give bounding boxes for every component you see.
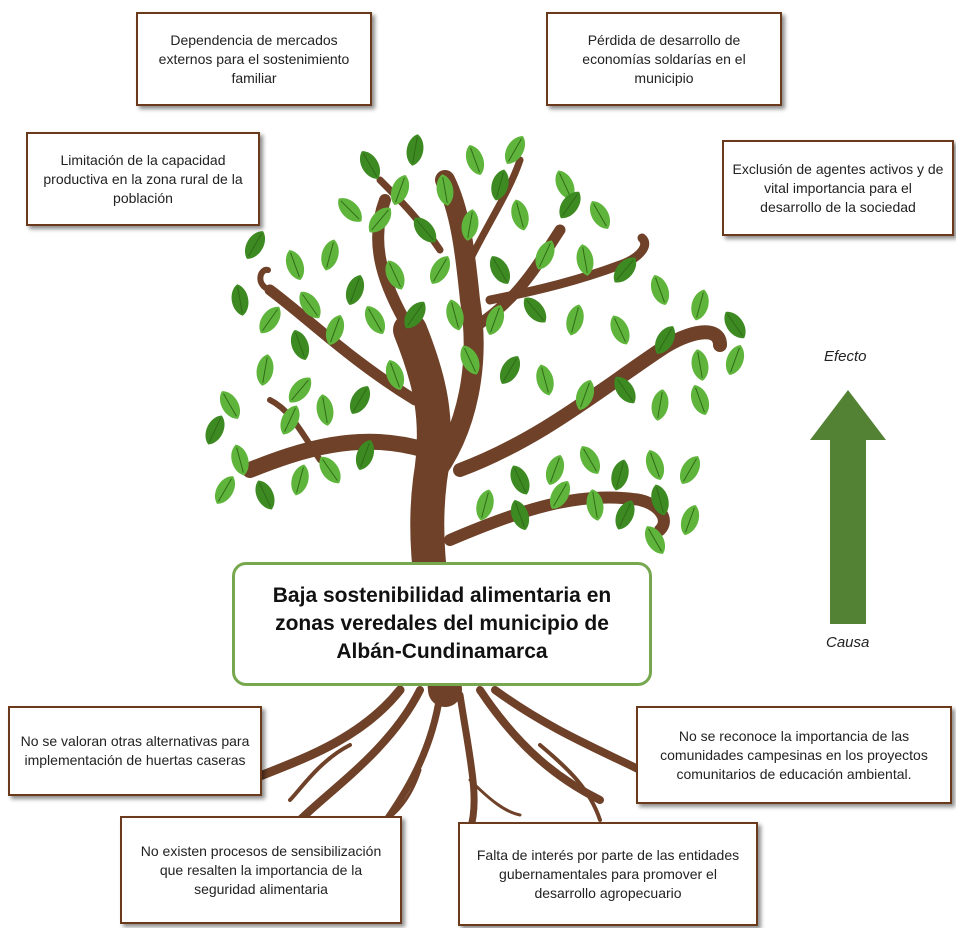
leaf-vein	[442, 177, 448, 203]
leaf-vein	[619, 503, 631, 527]
leaf-vein	[617, 379, 633, 401]
effect-box-productive-capacity: Limitación de la capacidad productiva en…	[26, 132, 260, 226]
leaf-vein	[582, 247, 588, 273]
leaf-vein	[526, 299, 544, 321]
leaf-vein	[407, 304, 423, 326]
leaf-vein	[481, 492, 489, 518]
leaf-vein	[470, 147, 480, 173]
leaf-vein	[259, 483, 271, 507]
central-problem: Baja sostenibilidad alimentaria en zonas…	[232, 562, 652, 686]
leaf-vein	[539, 243, 551, 267]
leaf-vein	[648, 528, 662, 552]
leaf-vein	[650, 452, 660, 478]
leaf-vein	[514, 468, 526, 492]
leaf-vein	[559, 173, 571, 197]
leaf-vein	[616, 462, 624, 488]
leaf-vein	[657, 392, 663, 418]
leaf-vein	[262, 309, 278, 331]
leaf-vein	[593, 203, 607, 227]
leaf-vein	[262, 357, 268, 383]
leaf-vein	[696, 292, 704, 318]
leaf-vein	[390, 362, 400, 388]
leaf-vein	[296, 467, 304, 493]
leaf-vein	[467, 212, 473, 238]
leaf-vein	[363, 153, 377, 177]
leaf-vein	[583, 448, 597, 472]
leaf-vein	[371, 209, 389, 231]
leaf-vein	[503, 358, 517, 382]
leaf-vein	[496, 172, 504, 198]
leaf-vein	[218, 478, 232, 502]
leaf-vein	[248, 233, 262, 257]
leaf-vein	[340, 200, 360, 220]
tree-leaves	[205, 134, 746, 554]
cause-box-home-gardens: No se valoran otras alternativas para im…	[8, 706, 262, 796]
leaf-vein	[464, 348, 476, 372]
leaf-vein	[614, 318, 626, 342]
leaf-vein	[295, 332, 305, 358]
leaf-vein	[580, 382, 590, 408]
leaf-vein	[553, 483, 567, 507]
leaf-vein	[656, 487, 664, 513]
tree-roots	[245, 685, 644, 834]
leaf-vein	[223, 393, 237, 417]
effect-box-external-markets: Dependencia de mercados externos para el…	[136, 12, 372, 106]
leaf-vein	[655, 277, 665, 303]
arrow-cause-label: Causa	[826, 634, 870, 651]
leaf-vein	[395, 177, 405, 203]
cause-box-government-interest: Falta de interés por parte de las entida…	[458, 822, 758, 926]
leaf-vein	[685, 507, 695, 533]
leaf-vein	[451, 302, 459, 328]
leaf-vein	[571, 307, 579, 333]
leaf-vein	[516, 202, 524, 228]
leaf-vein	[493, 258, 507, 282]
leaf-vein	[389, 263, 401, 287]
leaf-vein	[322, 459, 338, 481]
leaf-vein	[616, 259, 634, 281]
cause-effect-arrow	[810, 390, 886, 624]
leaf-vein	[412, 137, 418, 163]
leaf-vein	[236, 447, 244, 473]
leaf-vein	[433, 258, 447, 282]
leaf-vein	[541, 367, 549, 393]
leaf-vein	[416, 219, 434, 241]
leaf-vein	[291, 379, 309, 401]
arrow-effect-label: Efecto	[824, 348, 867, 365]
leaf-vein	[284, 408, 296, 432]
leaf-vein	[302, 294, 318, 316]
leaf-vein	[490, 307, 500, 333]
leaf-vein	[515, 502, 525, 528]
leaf-vein	[290, 252, 300, 278]
leaf-vein	[550, 457, 560, 483]
leaf-vein	[562, 194, 578, 216]
leaf-vein	[353, 388, 367, 412]
leaf-vein	[730, 347, 740, 373]
leaf-vein	[592, 492, 598, 518]
leaf-vein	[360, 442, 370, 468]
leaf-vein	[697, 352, 703, 378]
leaf-vein	[683, 458, 697, 482]
leaf-vein	[322, 397, 328, 423]
leaf-vein	[237, 287, 243, 313]
leaf-vein	[209, 418, 221, 442]
cause-box-awareness-processes: No existen procesos de sensibilización q…	[120, 816, 402, 924]
leaf-vein	[326, 242, 334, 268]
leaf-vein	[330, 317, 340, 343]
cause-box-peasant-communities: No se reconoce la importancia de las com…	[636, 706, 952, 804]
leaf-vein	[695, 387, 705, 413]
effect-box-excluded-agents: Exclusión de agentes activos y de vital …	[722, 140, 954, 236]
leaf-vein	[508, 138, 522, 162]
leaf-vein	[658, 328, 672, 352]
leaf-vein	[727, 314, 743, 336]
leaf-vein	[368, 308, 382, 332]
effect-box-solidarity-economies: Pérdida de desarrollo de economías solda…	[546, 12, 782, 106]
leaf-vein	[350, 277, 360, 303]
